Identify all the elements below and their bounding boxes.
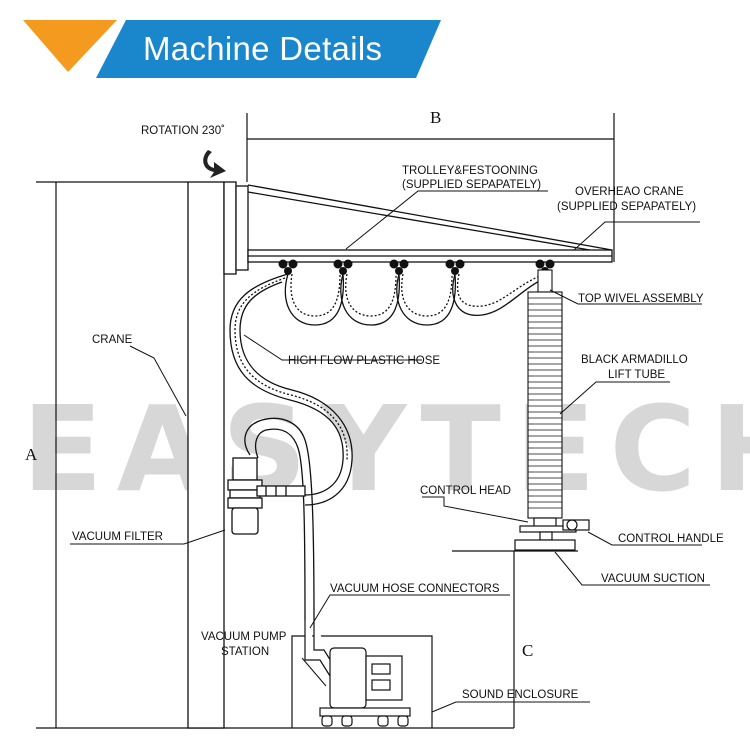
control-handle-label: CONTROL HANDLE: [618, 533, 724, 545]
sound-enclosure: [291, 635, 433, 728]
lift-tube-ribs: [528, 297, 562, 509]
vacuum-filter: [227, 457, 306, 535]
header-banner: [23, 20, 441, 78]
hose-connectors-label: VACUUM HOSE CONNECTORS: [330, 583, 500, 595]
vacuum-suction-label: VACUUM SUCTION: [601, 573, 705, 585]
control-head-label: CONTROL HEAD: [420, 485, 511, 497]
dimension-a-label: A: [25, 445, 38, 464]
watermark-text: EASYTECH: [22, 380, 750, 518]
jib-arm: [247, 184, 613, 263]
vacuum-pump: [304, 620, 411, 727]
vacuum-suction-pad: [514, 539, 576, 551]
dimension-b: [246, 113, 615, 262]
dimension-a: [36, 181, 455, 729]
pump-station-label-line1: VACUUM PUMP: [201, 631, 287, 643]
overhead-crane-label-line2: (SUPPLIED SEPAPATELY): [557, 201, 696, 213]
lift-tube: [527, 269, 563, 519]
sound-enclosure-label: SOUND ENCLOSURE: [462, 689, 579, 701]
top-swivel-label: TOP WIVEL ASSEMBLY: [578, 293, 704, 305]
plastic-hose-label: HIGH FLOW PLASTIC HOSE: [288, 355, 440, 367]
dimension-c: [452, 550, 578, 729]
pump-station-label-line2: STATION: [221, 646, 269, 658]
page-title: Machine Details: [143, 30, 383, 67]
dimension-b-label: B: [430, 108, 441, 127]
plastic-hose: [229, 273, 353, 621]
control-head: [519, 517, 590, 541]
armadillo-label-line2: LIFT TUBE: [608, 369, 665, 381]
orange-triangle-accent: [23, 20, 117, 72]
dimension-c-label: C: [522, 641, 533, 660]
title-ribbon: [96, 20, 441, 78]
rotation-arrow-icon: [203, 150, 226, 178]
armadillo-label-line1: BLACK ARMADILLO: [581, 354, 688, 366]
leader-lines: [70, 190, 710, 713]
trolley-label-line2: (SUPPLIED SEPAPATELY): [402, 179, 541, 191]
rotation-label: ROTATION 230˚: [141, 125, 225, 137]
crane-column: [187, 181, 249, 729]
vacuum-filter-label: VACUUM FILTER: [72, 531, 163, 543]
festoon-hose: [284, 273, 546, 326]
overhead-crane-label-line1: OVERHEAO CRANE: [575, 186, 684, 198]
trolley-label-line1: TROLLEY&FESTOONING: [402, 165, 538, 177]
crane-label: CRANE: [92, 334, 133, 346]
